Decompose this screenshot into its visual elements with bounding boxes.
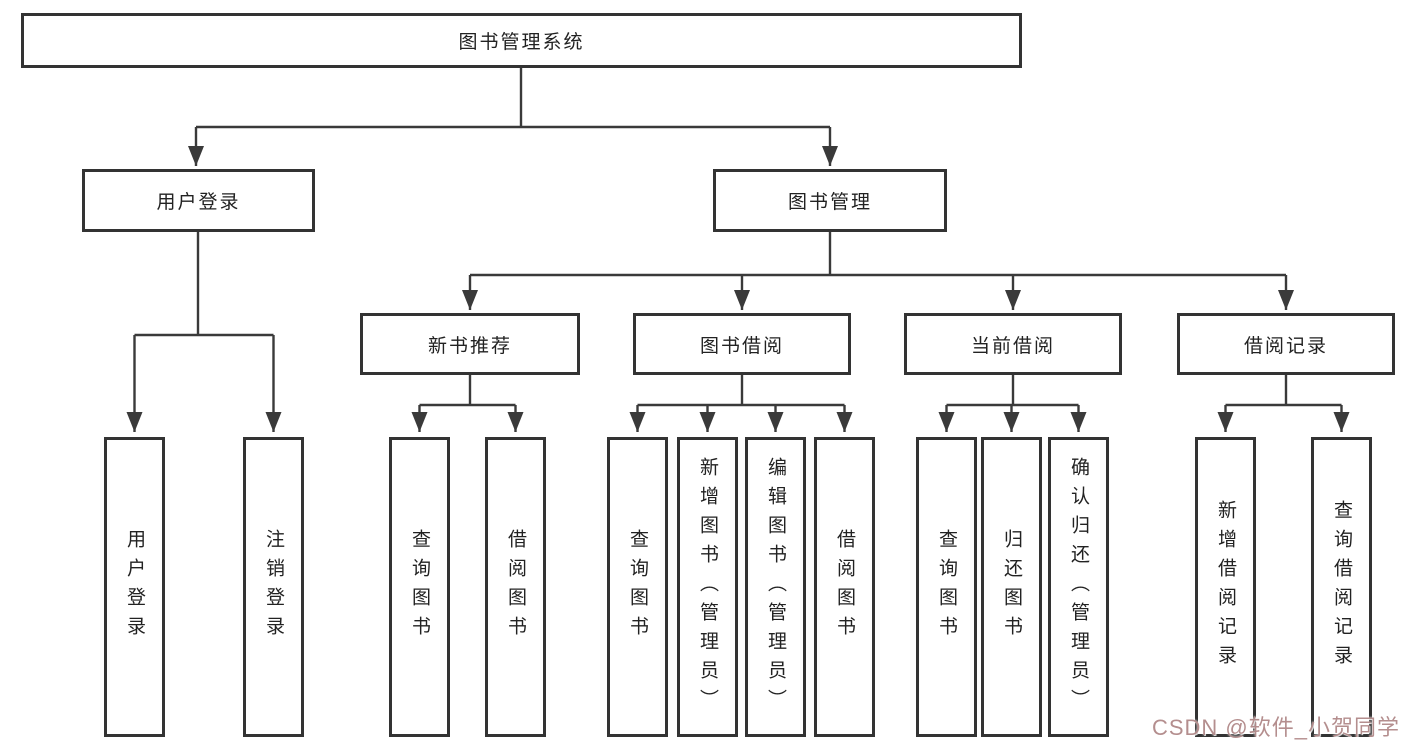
leaf-newbook-borrow: 借阅图书 xyxy=(485,437,546,737)
node-new-book-recommend: 新书推荐 xyxy=(360,313,580,375)
leaf-borrow-query: 查询图书 xyxy=(607,437,668,737)
leaf-label: 查询图书 xyxy=(936,529,957,645)
leaf-label: 借阅图书 xyxy=(505,529,526,645)
node-current-borrow-label: 当前借阅 xyxy=(970,335,1055,357)
leaf-label: 归还图书 xyxy=(1001,529,1022,645)
leaf-label: 新增借阅记录 xyxy=(1215,500,1236,674)
leaf-borrow-edit-admin: 编辑图书（管理员） xyxy=(745,437,806,737)
leaf-label: 确认归还（管理员） xyxy=(1068,456,1089,718)
leaf-logout: 注销登录 xyxy=(243,437,304,737)
leaf-label: 用户登录 xyxy=(124,529,145,645)
node-book-management: 图书管理 xyxy=(713,169,947,232)
node-book-management-label: 图书管理 xyxy=(787,192,872,213)
node-root: 图书管理系统 xyxy=(21,13,1022,68)
node-current-borrow: 当前借阅 xyxy=(904,313,1122,375)
node-root-label: 图书管理系统 xyxy=(458,32,585,53)
node-new-book-recommend-label: 新书推荐 xyxy=(427,335,512,357)
leaf-label: 查询图书 xyxy=(627,529,648,645)
csdn-watermark: CSDN @软件_小贺同学 xyxy=(1151,715,1400,740)
leaf-user-login: 用户登录 xyxy=(104,437,165,737)
leaf-borrow-book: 借阅图书 xyxy=(814,437,875,737)
leaf-label: 新增图书（管理员） xyxy=(697,456,718,718)
leaf-label: 查询借阅记录 xyxy=(1331,500,1352,674)
leaf-label: 借阅图书 xyxy=(834,529,855,645)
leaf-label: 查询图书 xyxy=(409,529,430,645)
leaf-current-query: 查询图书 xyxy=(916,437,977,737)
leaf-record-query: 查询借阅记录 xyxy=(1311,437,1372,737)
node-borrow-record-label: 借阅记录 xyxy=(1243,335,1328,357)
node-book-borrow-label: 图书借阅 xyxy=(699,335,784,357)
leaf-borrow-add-admin: 新增图书（管理员） xyxy=(677,437,738,737)
node-borrow-record: 借阅记录 xyxy=(1177,313,1395,375)
leaf-current-confirm-admin: 确认归还（管理员） xyxy=(1048,437,1109,737)
leaf-newbook-query: 查询图书 xyxy=(389,437,450,737)
leaf-label: 注销登录 xyxy=(263,529,284,645)
leaf-label: 编辑图书（管理员） xyxy=(765,456,786,718)
node-user-login: 用户登录 xyxy=(82,169,315,232)
node-user-login-label: 用户登录 xyxy=(156,192,241,213)
leaf-record-add: 新增借阅记录 xyxy=(1195,437,1256,737)
leaf-current-return: 归还图书 xyxy=(981,437,1042,737)
node-book-borrow: 图书借阅 xyxy=(633,313,851,375)
